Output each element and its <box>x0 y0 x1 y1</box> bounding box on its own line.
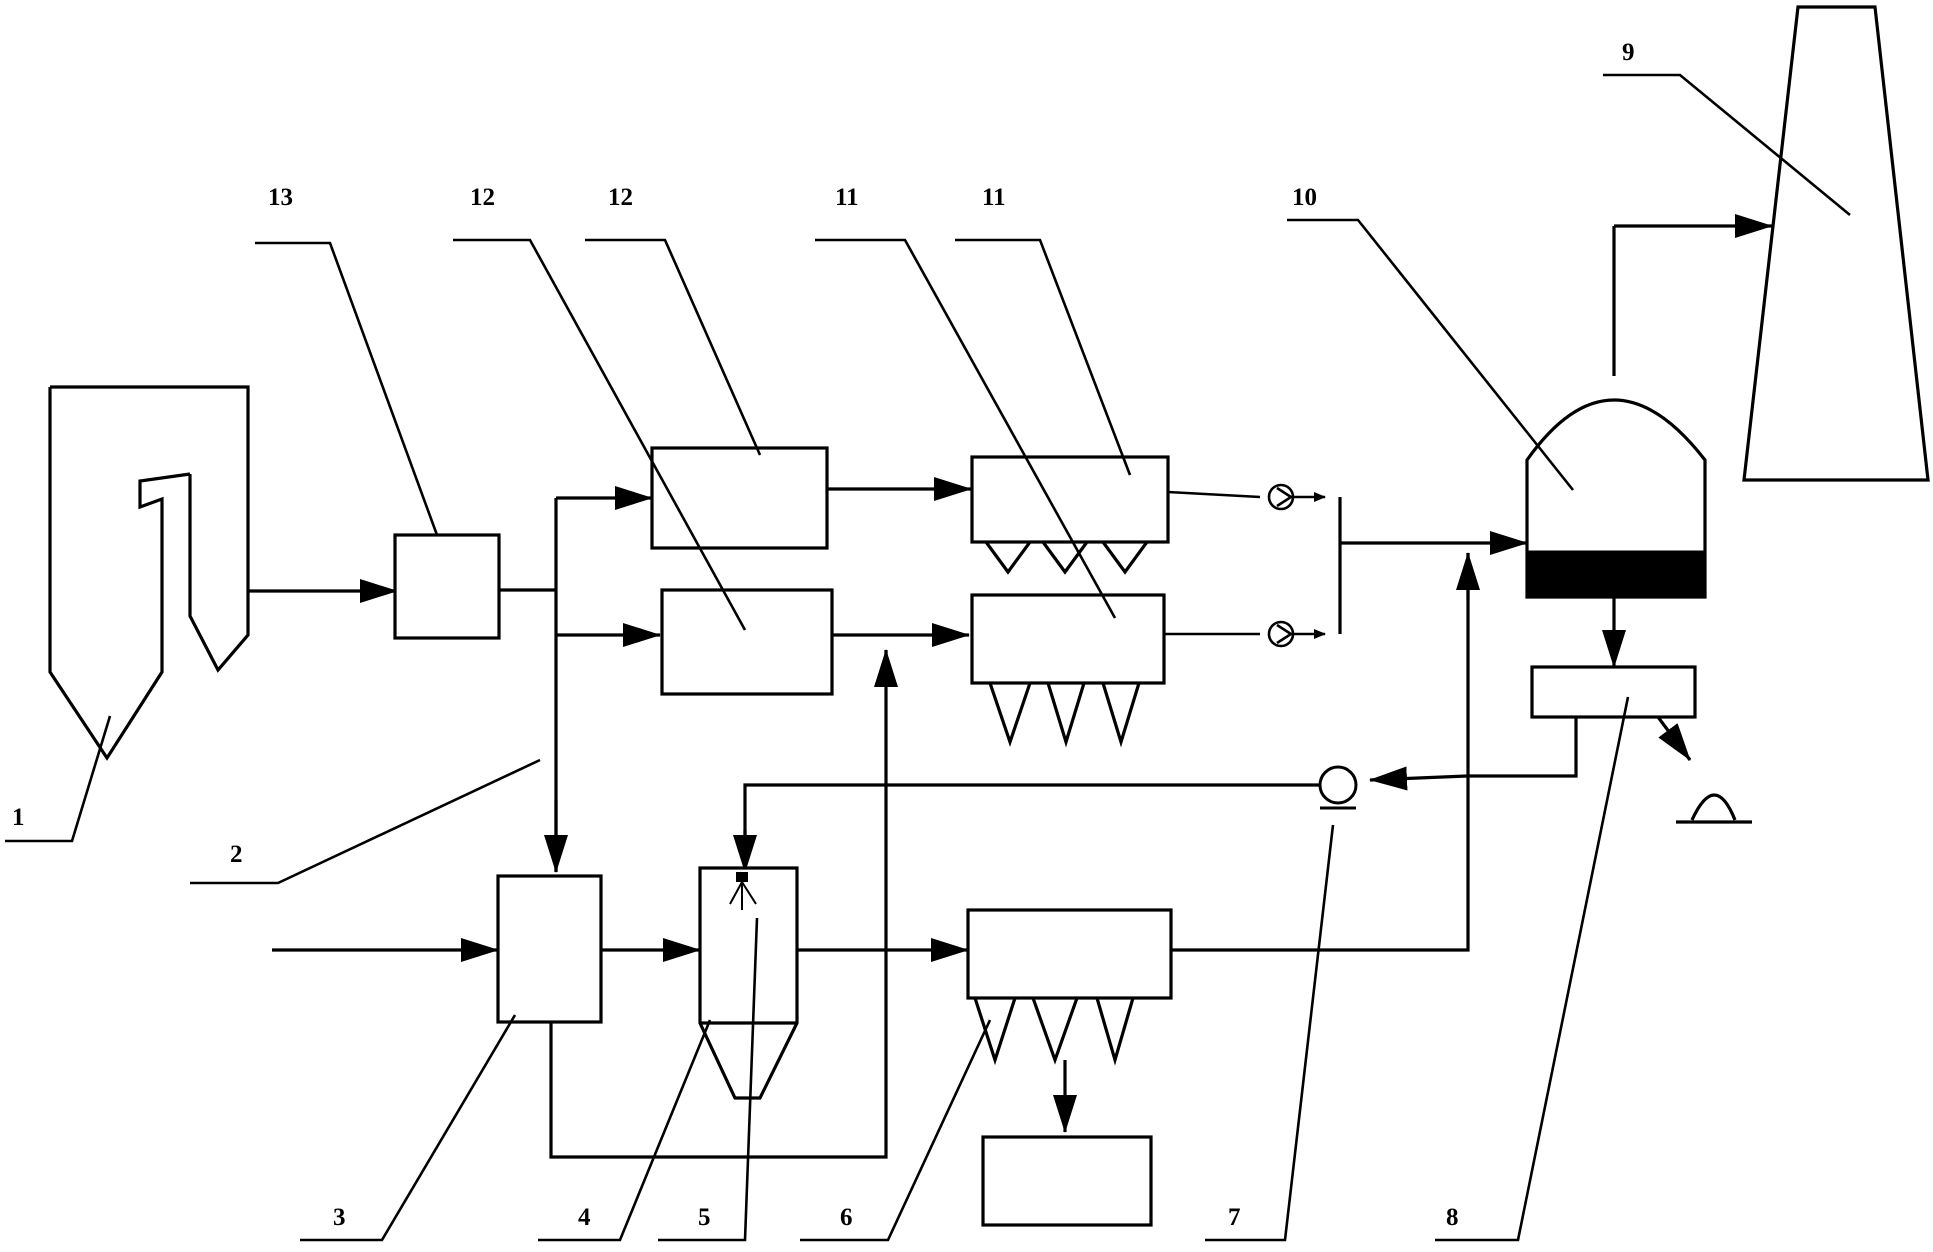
label-1: 1 <box>12 804 25 831</box>
collector-to-main-line <box>1171 553 1470 952</box>
label-6: 6 <box>840 1204 853 1231</box>
label-10: 10 <box>1292 184 1317 211</box>
mixer-return-line <box>549 650 888 1159</box>
label-4: 4 <box>578 1204 591 1231</box>
mixer-unit <box>496 874 603 1024</box>
leader-lines <box>5 73 1851 1242</box>
recycle-line-a <box>1467 717 1578 778</box>
spray-nozzle-icon <box>729 872 757 910</box>
label-5: 5 <box>698 1204 711 1231</box>
label-7: 7 <box>1228 1204 1241 1231</box>
precipitator-lower <box>970 593 1166 748</box>
boiler <box>48 385 250 761</box>
label-2: 2 <box>230 841 243 868</box>
label-3: 3 <box>333 1204 346 1231</box>
ash-storage-box <box>981 1135 1153 1227</box>
precipitator-bottom <box>966 908 1173 1066</box>
label-12-left: 12 <box>470 184 495 211</box>
recycle-pump-icon <box>1318 765 1358 810</box>
label-8: 8 <box>1446 1204 1459 1231</box>
label-9: 9 <box>1622 39 1635 66</box>
discharge-pile-icon <box>1676 793 1752 824</box>
label-12-right: 12 <box>608 184 633 211</box>
settling-tank <box>1530 665 1697 719</box>
upper-fan-icon <box>1267 483 1295 511</box>
label-11-left: 11 <box>835 184 859 211</box>
reactor-upper <box>650 446 829 550</box>
precipitator-upper <box>970 455 1170 575</box>
reactor-lower <box>660 588 834 696</box>
absorber-tower <box>1525 398 1707 599</box>
spray-dryer <box>698 866 799 1100</box>
tank-discharge-line <box>1656 716 1692 761</box>
chimney-stack <box>1742 5 1930 482</box>
lower-fan-icon <box>1267 620 1295 648</box>
recycle-to-pump <box>1369 766 1468 791</box>
pump-to-spray-line <box>743 783 1320 862</box>
label-11-right: 11 <box>982 184 1006 211</box>
label-13: 13 <box>268 184 293 211</box>
pretreatment-unit <box>393 533 501 640</box>
upper-fan-line <box>1167 490 1261 499</box>
